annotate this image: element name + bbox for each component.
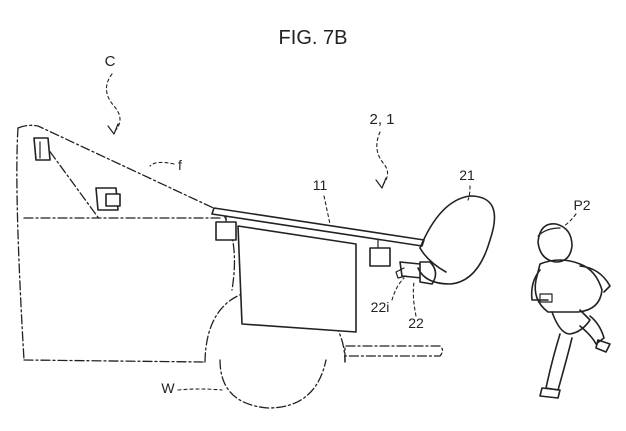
label-inflator: 22 [408,281,424,331]
airbag [417,195,496,285]
label-person: P2 [563,197,591,227]
figure-title: FIG. 7B [279,27,348,49]
label-f: f [178,157,182,173]
label-inflator-part: 22i [371,277,405,315]
label-vehicle: C [105,53,121,135]
label-rail: 11 [313,177,331,225]
label-11: 11 [313,177,328,193]
label-22i: 22i [371,299,390,315]
label-p2: P2 [573,197,590,213]
sensor-right [369,239,391,267]
label-21: 21 [459,167,475,183]
label-frame: f [149,157,182,173]
label-w: W [161,380,175,396]
label-2-1: 2, 1 [369,111,394,128]
label-wheel: W [161,380,223,396]
door-handle-icon [95,187,121,211]
label-c: C [105,53,116,70]
sensor-left [215,215,237,241]
person [530,223,611,399]
label-22: 22 [408,315,424,331]
panel [237,225,357,333]
label-system: 2, 1 [369,111,395,189]
label-airbag: 21 [459,167,475,201]
vehicle-body [16,124,444,363]
side-mirror-icon [33,137,51,161]
rail [211,207,425,247]
inflator [395,261,437,285]
wheel [219,359,327,409]
